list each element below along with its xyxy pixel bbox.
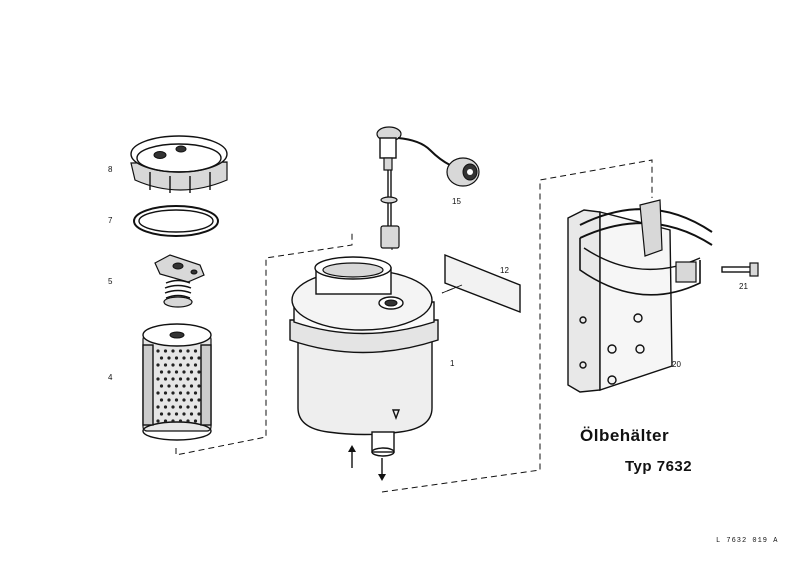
filter-hole: [193, 363, 198, 367]
filter-hole: [167, 356, 171, 360]
filter-hole: [193, 349, 198, 353]
filter-hole: [171, 363, 175, 367]
filter-hole: [186, 391, 190, 395]
filter-hole: [163, 349, 168, 353]
filter-hole: [156, 391, 160, 395]
label-valve: 5: [108, 277, 113, 286]
filter-hole: [171, 377, 175, 381]
filter-hole: [178, 405, 183, 409]
filter-hole: [156, 363, 160, 367]
filter-hole: [171, 419, 175, 423]
label-sensor: 15: [452, 197, 461, 206]
filter-hole: [186, 419, 190, 423]
label-bolt: 21: [739, 282, 748, 291]
filter-hole: [182, 412, 186, 416]
filter-hole: [189, 398, 194, 402]
mounting-bracket-part: [567, 199, 713, 393]
filter-hole: [178, 377, 183, 381]
filter-hole: [182, 398, 186, 402]
filter-cartridge-part: [142, 323, 212, 441]
filter-hole: [163, 377, 168, 381]
filter-hole: [159, 370, 164, 374]
filter-hole: [178, 363, 183, 367]
filter-hole: [156, 377, 160, 381]
filter-hole: [197, 356, 201, 360]
filter-hole: [174, 412, 179, 416]
filter-hole: [167, 384, 171, 388]
filter-hole: [171, 391, 175, 395]
filter-hole: [197, 370, 201, 374]
flow-arrows: [348, 445, 386, 481]
filter-hole: [156, 405, 160, 409]
filter-hole: [163, 391, 168, 395]
filter-hole: [186, 363, 190, 367]
filter-hole: [193, 419, 198, 423]
cap-part: [130, 135, 228, 193]
filter-hole: [163, 419, 168, 423]
filter-hole: [178, 391, 183, 395]
filter-hole: [171, 349, 175, 353]
filter-hole: [182, 384, 186, 388]
filter-hole: [189, 356, 194, 360]
filter-hole: [171, 405, 175, 409]
filter-hole: [167, 370, 171, 374]
filter-hole: [174, 398, 179, 402]
filter-perforation: [156, 349, 201, 423]
diagram-title: Ölbehälter: [580, 426, 670, 445]
label-plate-part: [444, 253, 521, 314]
label-cap: 8: [108, 165, 113, 174]
level-sensor-part: [376, 126, 480, 249]
label-filter: 4: [108, 373, 113, 382]
label-seal-ring: 7: [108, 216, 113, 225]
valve-part: [154, 254, 205, 308]
filter-hole: [197, 412, 201, 416]
filter-hole: [174, 356, 179, 360]
label-tank: 1: [450, 359, 455, 368]
filter-hole: [197, 384, 201, 388]
filter-hole: [193, 377, 198, 381]
tank-part: [289, 256, 439, 457]
filter-hole: [193, 391, 198, 395]
drawing-reference: L 7632 019 A: [716, 537, 779, 545]
filter-hole: [186, 405, 190, 409]
filter-hole: [186, 349, 190, 353]
filter-hole: [178, 419, 183, 423]
filter-hole: [174, 370, 179, 374]
filter-hole: [159, 356, 164, 360]
filter-hole: [189, 412, 194, 416]
filter-hole: [186, 377, 190, 381]
filter-hole: [159, 384, 164, 388]
filter-hole: [182, 356, 186, 360]
filter-hole: [159, 398, 164, 402]
filter-hole: [156, 419, 160, 423]
filter-hole: [156, 349, 160, 353]
filter-hole: [167, 398, 171, 402]
bolt-part: [721, 262, 759, 277]
filter-hole: [178, 349, 183, 353]
label-label-plate: 12: [500, 266, 509, 275]
filter-hole: [167, 412, 171, 416]
filter-hole: [197, 398, 201, 402]
filter-hole: [174, 384, 179, 388]
filter-hole: [163, 363, 168, 367]
diagram-subtitle: Typ 7632: [625, 458, 693, 475]
filter-hole: [163, 405, 168, 409]
filter-hole: [189, 384, 194, 388]
label-bracket: 20: [672, 360, 681, 369]
filter-hole: [189, 370, 194, 374]
filter-hole: [182, 370, 186, 374]
filter-hole: [193, 405, 198, 409]
filter-hole: [159, 412, 164, 416]
seal-ring-part: [133, 205, 219, 237]
